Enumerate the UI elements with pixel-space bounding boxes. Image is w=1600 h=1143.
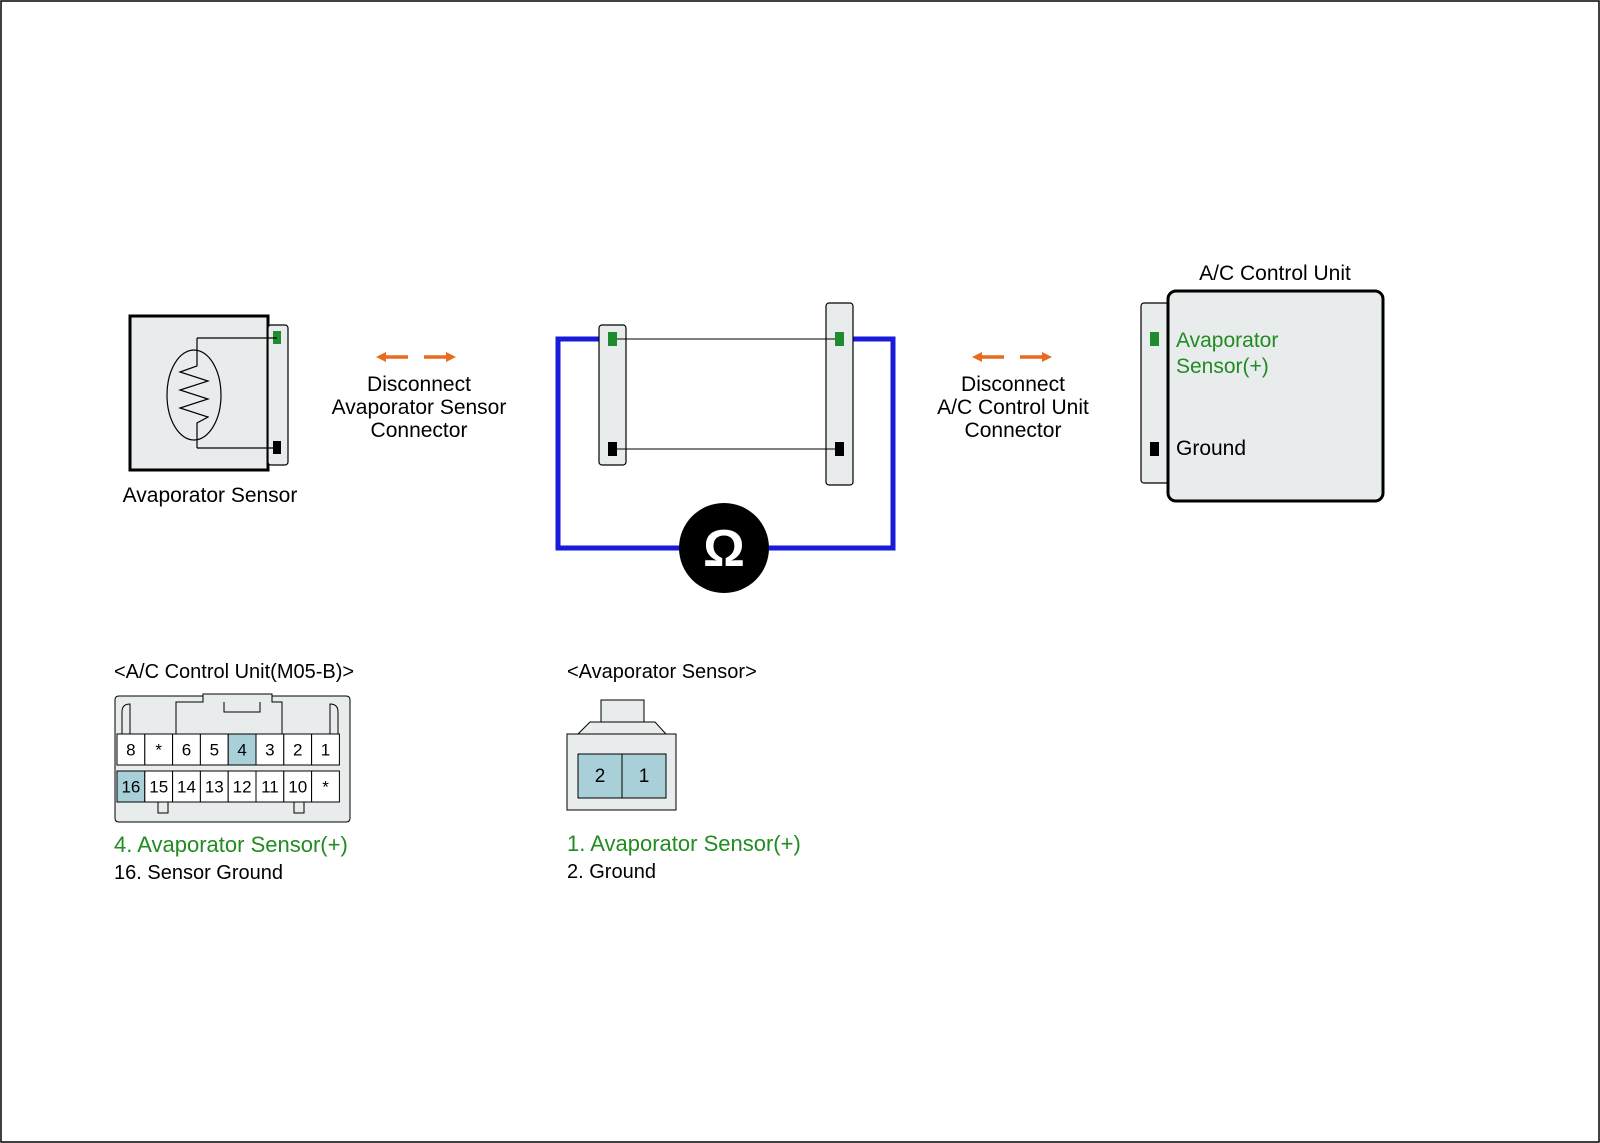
- acu-pin-6-box: [172, 733, 201, 766]
- acu-pin-5-label: 5: [210, 741, 219, 760]
- acu-pin-blank-r2-7-box: [311, 770, 340, 803]
- acu-pin-5-box: [199, 733, 229, 766]
- acu-pin-blank-r1-1-box: [144, 733, 174, 766]
- sensor-pin-1-label: 1: [639, 766, 650, 787]
- harness-connector-acu-side: [825, 302, 854, 486]
- disconnect-left-line-3: Connector: [371, 419, 468, 442]
- sensor-body: [128, 314, 270, 472]
- evaporator-sensor: Avaporator Sensor: [123, 314, 298, 507]
- acu-pin-4-box: [227, 733, 257, 766]
- connector-sensor-latch: [600, 699, 645, 723]
- control-unit-pin-ground: [1150, 442, 1159, 456]
- acu-pin-10-label: 10: [288, 778, 307, 797]
- harness-test: Ω: [555, 302, 896, 593]
- acu-pin-2-label: 2: [293, 741, 302, 760]
- connector-acu-legend-sensor: 4. Avaporator Sensor(+): [114, 832, 348, 857]
- connector-sensor-legend-ground: 2. Ground: [567, 861, 656, 883]
- acu-pin-15-box: [144, 770, 174, 803]
- acu-pin-15-label: 15: [149, 778, 168, 797]
- acu-pin-1-label: 1: [321, 741, 330, 760]
- control-unit-pin-sensor: [1150, 332, 1159, 346]
- disconnect-left-line-2: Avaporator Sensor: [332, 396, 507, 419]
- acu-pin-2-box: [283, 733, 313, 766]
- disconnect-right: Disconnect A/C Control Unit Connector: [937, 352, 1089, 442]
- acu-pin-13-box: [199, 770, 229, 803]
- disconnect-left-line-1: Disconnect: [367, 373, 471, 396]
- acu-pin-3-label: 3: [265, 741, 274, 760]
- connector-acu-legend-ground: 16. Sensor Ground: [114, 862, 283, 884]
- control-unit-ground-label: Ground: [1176, 437, 1246, 460]
- harness-connector-sensor-side: [598, 324, 627, 466]
- test-lead-left: [555, 336, 688, 551]
- sensor-connector-housing: [267, 324, 289, 466]
- disconnect-right-line-1: Disconnect: [961, 373, 1065, 396]
- acu-pin-11-box: [255, 770, 285, 803]
- connector-acu-title: <A/C Control Unit(M05-B)>: [114, 661, 354, 683]
- acu-pin-blank-r1-1-label: *: [155, 741, 162, 760]
- thermistor-icon: [166, 337, 277, 449]
- test-lead-right: [765, 336, 896, 551]
- acu-pin-8-label: 8: [126, 741, 135, 760]
- disconnect-left: Disconnect Avaporator Sensor Connector: [332, 352, 507, 442]
- control-unit-body: [1166, 289, 1385, 503]
- control-unit-sensor-label-1: Avaporator: [1176, 329, 1278, 352]
- sensor-pin-2-label: 2: [595, 766, 606, 787]
- acu-pin-blank-r2-7-label: *: [322, 778, 329, 797]
- acu-pin-14-label: 14: [177, 778, 196, 797]
- acu-pin-14-box: [172, 770, 201, 803]
- harness-pin-ground-left: [608, 442, 617, 456]
- acu-pin-16-label: 16: [121, 778, 140, 797]
- control-unit-title: A/C Control Unit: [1199, 262, 1351, 285]
- connector-acu-latch: [175, 693, 283, 734]
- acu-pin-16-box: [116, 770, 146, 803]
- harness-pin-ground-right: [835, 442, 844, 456]
- ac-control-unit: A/C Control Unit Avaporator Sensor(+) Gr…: [1140, 262, 1385, 503]
- acu-pin-12-label: 12: [233, 778, 252, 797]
- ohm-symbol: Ω: [703, 520, 745, 578]
- acu-pin-1-box: [311, 733, 340, 766]
- sensor-pin-1-box: [621, 753, 667, 799]
- acu-pin-13-label: 13: [205, 778, 224, 797]
- acu-pin-11-label: 11: [261, 778, 279, 797]
- acu-pin-12-box: [227, 770, 257, 803]
- acu-pin-6-label: 6: [182, 741, 191, 760]
- acu-pin-3-box: [255, 733, 285, 766]
- sensor-pin-2-box: [577, 753, 623, 799]
- harness-pin-sensor-left: [608, 332, 617, 346]
- disconnect-right-line-2: A/C Control Unit: [937, 396, 1089, 419]
- acu-pin-4-label: 4: [237, 741, 246, 760]
- acu-pin-10-box: [283, 770, 313, 803]
- control-unit-sensor-label-2: Sensor(+): [1176, 355, 1269, 378]
- connector-sensor-legend-sensor: 1. Avaporator Sensor(+): [567, 831, 801, 856]
- sensor-label: Avaporator Sensor: [123, 484, 298, 507]
- disconnect-right-line-3: Connector: [965, 419, 1062, 442]
- ohmmeter-icon: [679, 503, 769, 593]
- harness-pin-sensor-right: [835, 332, 844, 346]
- connector-sensor-title: <Avaporator Sensor>: [567, 661, 757, 683]
